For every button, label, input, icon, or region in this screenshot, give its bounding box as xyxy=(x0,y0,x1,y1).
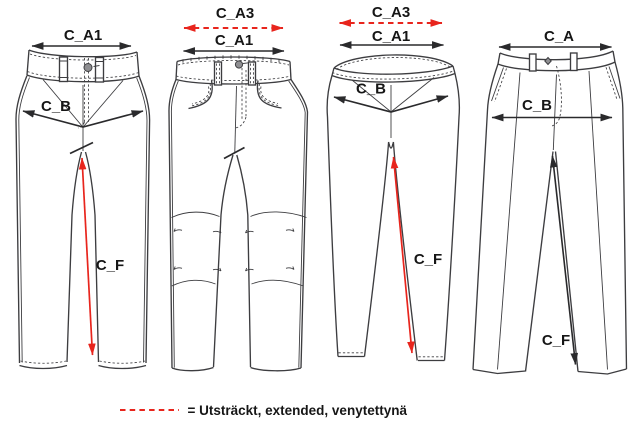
label-c-b-dress: C_B xyxy=(522,97,552,114)
label-c-f-dress: C_F xyxy=(542,332,570,349)
label-c-a-dress: C_A xyxy=(544,28,574,45)
knee-patches xyxy=(171,211,307,287)
label-c-b-jeans: C_B xyxy=(41,98,71,115)
label-c-a1-leggings: C_A1 xyxy=(372,28,410,45)
label-c-a3-work: C_A3 xyxy=(216,5,254,22)
work-fly xyxy=(234,68,247,153)
dress-creases xyxy=(497,70,608,370)
crotch-tick xyxy=(69,141,94,155)
c-f-arrow-extended xyxy=(390,156,415,354)
belt-loop xyxy=(58,56,105,83)
label-c-f-jeans: C_F xyxy=(96,257,124,274)
waist-button xyxy=(234,60,249,69)
crotch-tick xyxy=(223,146,245,160)
work-body-outline xyxy=(168,56,309,372)
label-c-a1-work: C_A1 xyxy=(215,32,253,49)
work-pockets xyxy=(188,80,282,110)
c-b-arrow xyxy=(333,95,449,113)
work-waist-details xyxy=(176,55,291,81)
c-f-arrow xyxy=(549,155,579,366)
jeans-diagram: C_A1 C_B C_F xyxy=(15,27,151,370)
c-b-arrow xyxy=(22,110,144,128)
label-c-f-leggings: C_F xyxy=(414,251,442,268)
dress-trousers-diagram: C_A C_B C_F xyxy=(472,28,628,375)
label-c-b-leggings: C_B xyxy=(356,81,386,98)
waist-button xyxy=(544,56,552,66)
work-trousers-diagram: C_A3 C_A1 xyxy=(168,5,309,372)
label-c-a3-leggings: C_A3 xyxy=(372,4,410,21)
leggings-stitch-details xyxy=(332,57,455,358)
label-c-a1-jeans: C_A1 xyxy=(64,27,102,44)
legend: = Utsträckt, extended, venytettynä xyxy=(120,403,407,418)
dress-pockets xyxy=(491,66,621,102)
jeans-yoke-lines xyxy=(42,79,124,151)
waist-button xyxy=(83,63,100,72)
leggings-diagram: C_A3 C_A1 C_B C_F xyxy=(326,4,461,362)
belt-loop xyxy=(528,52,578,72)
c-f-arrow-extended xyxy=(78,157,96,356)
legend-label: = Utsträckt, extended, venytettynä xyxy=(188,403,408,418)
belt-loop xyxy=(213,61,257,86)
